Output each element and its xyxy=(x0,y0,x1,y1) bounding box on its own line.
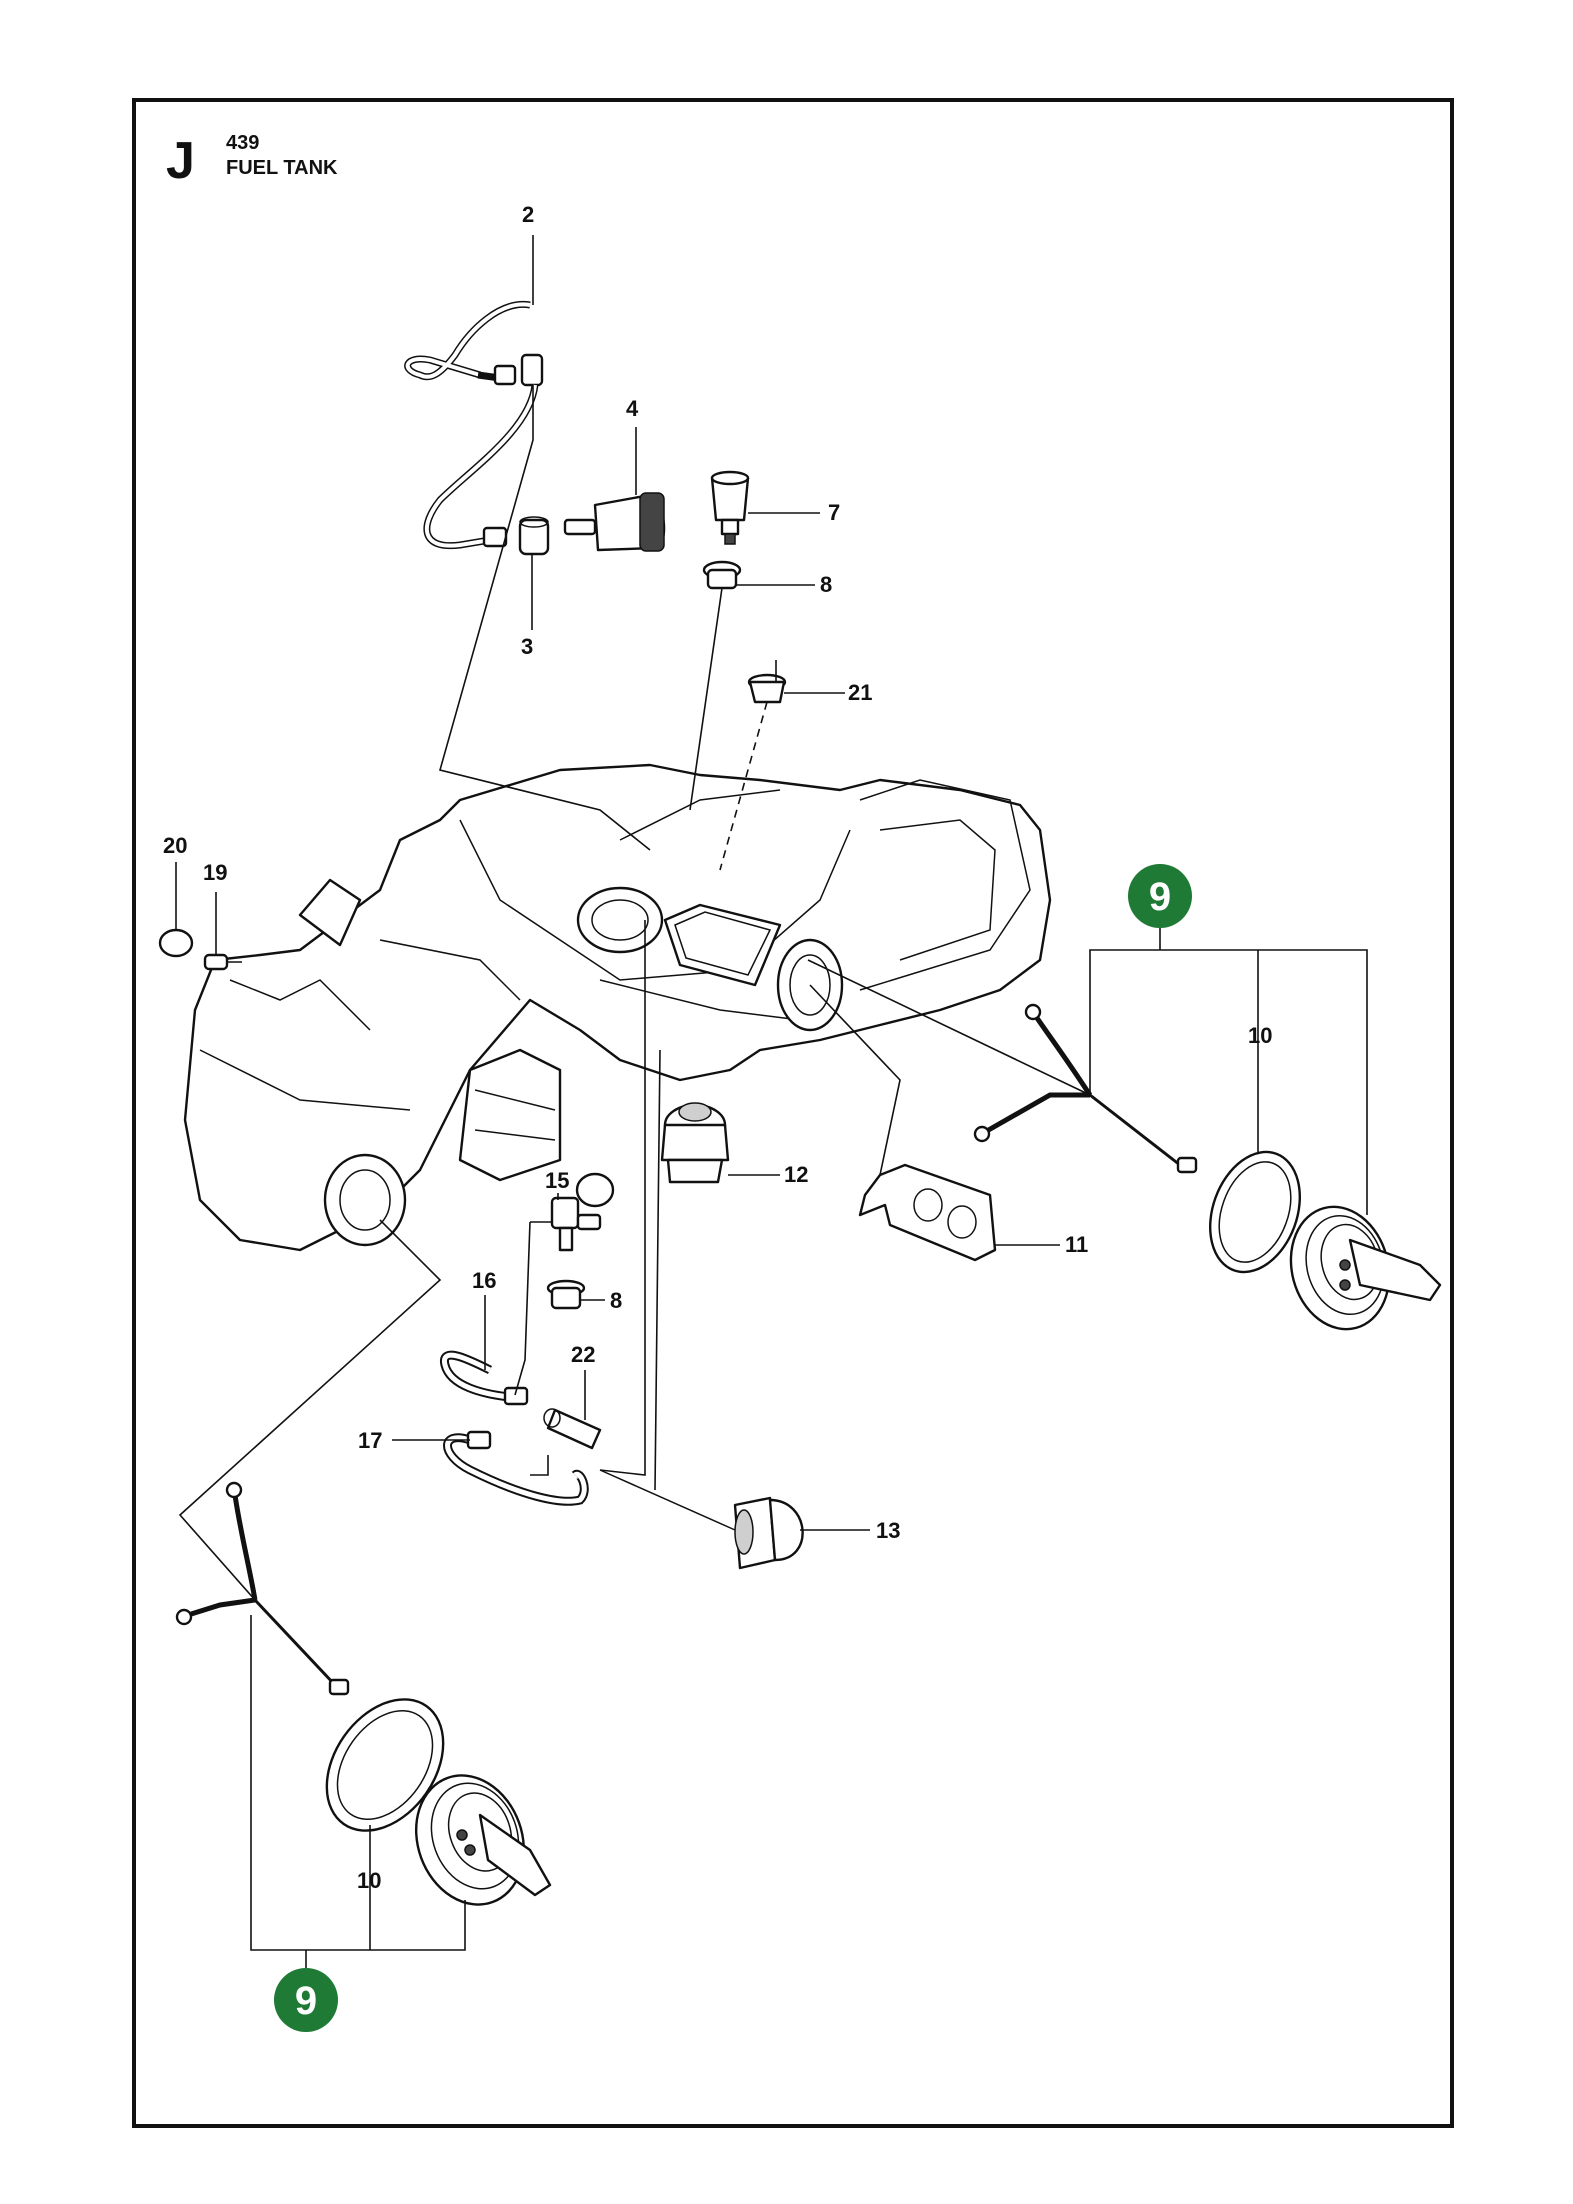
grommet-part-8-lower xyxy=(546,1279,586,1310)
leader-lines xyxy=(175,235,1368,1968)
callout-12: 12 xyxy=(784,1162,808,1187)
callout-10-right: 10 xyxy=(1248,1023,1272,1048)
section-letter: J xyxy=(166,132,195,190)
sleeve-part-3 xyxy=(518,516,550,556)
callout-7: 7 xyxy=(828,500,840,525)
tank-cap-assembly-right xyxy=(973,1003,1442,1331)
callout-16: 16 xyxy=(472,1268,496,1293)
assembly-badge-9-right: 9 xyxy=(1128,864,1192,928)
assembly-badge-9-left: 9 xyxy=(274,1968,338,2032)
callout-19: 19 xyxy=(203,860,227,885)
callout-8-lower: 8 xyxy=(610,1288,622,1313)
callout-13: 13 xyxy=(876,1518,900,1543)
page-title: FUEL TANK xyxy=(226,157,338,179)
tank-cap-assembly-left xyxy=(175,1481,552,1906)
hose-part-16 xyxy=(440,1350,529,1406)
elbow-fitting-part-15 xyxy=(530,1196,602,1252)
callout-4: 4 xyxy=(626,396,639,421)
plug-part-7 xyxy=(710,470,750,545)
callout-17: 17 xyxy=(358,1428,382,1453)
badge-9-left-label: 9 xyxy=(295,1979,317,2023)
callout-labels: 2 3 4 7 8 21 20 19 10 12 11 15 16 8 22 1… xyxy=(163,202,1272,1893)
primer-bulb-part-13 xyxy=(599,1469,804,1570)
callout-11: 11 xyxy=(1065,1232,1088,1257)
boot-part-12 xyxy=(660,1102,730,1184)
callout-15: 15 xyxy=(545,1168,569,1193)
bushing-part-21 xyxy=(747,673,787,704)
fuel-hose-part-2 xyxy=(404,300,544,550)
sleeve-part-22 xyxy=(543,1408,602,1450)
hose-part-17 xyxy=(443,1430,589,1506)
callout-21: 21 xyxy=(848,680,872,705)
callout-10-left: 10 xyxy=(357,1868,381,1893)
cap-part-20 xyxy=(158,928,194,958)
fuel-filter-part-4 xyxy=(563,492,666,552)
bracket-part-11 xyxy=(858,1163,997,1262)
grommet-part-8-top xyxy=(702,560,742,590)
fuel-tank-body xyxy=(183,763,1052,1252)
callout-20: 20 xyxy=(163,833,187,858)
callout-8-top: 8 xyxy=(820,572,832,597)
callout-3: 3 xyxy=(521,634,533,659)
diagram-frame xyxy=(132,98,1454,2128)
callout-22: 22 xyxy=(571,1342,595,1367)
callout-2: 2 xyxy=(522,202,534,227)
model-number: 439 xyxy=(226,132,259,154)
badge-9-right-label: 9 xyxy=(1149,875,1171,919)
